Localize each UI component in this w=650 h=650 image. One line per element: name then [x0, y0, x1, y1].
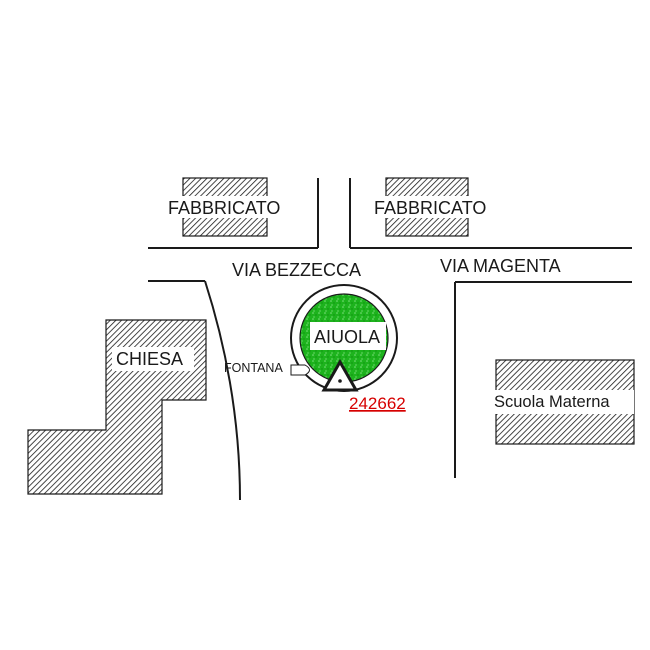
label-fabbricato-left: FABBRICATO: [168, 198, 280, 218]
label-fontana: FONTANA: [224, 361, 283, 375]
street-label-via-magenta: VIA MAGENTA: [440, 256, 561, 276]
building-fabbricato-right: FABBRICATO: [372, 177, 500, 237]
label-scuola-materna: Scuola Materna: [494, 393, 610, 411]
label-chiesa: CHIESA: [116, 349, 183, 369]
fontana-icon: [290, 364, 310, 376]
benchmark-center-dot: [338, 379, 342, 383]
road-edges: [148, 178, 632, 501]
label-aiuola: AIUOLA: [314, 327, 380, 347]
building-chiesa: CHIESA: [27, 319, 207, 495]
benchmark-marker[interactable]: 242662: [321, 358, 406, 413]
building-scuola-materna: Scuola Materna: [492, 359, 635, 445]
benchmark-id-link[interactable]: 242662: [349, 394, 406, 413]
road-edge-curve: [204, 280, 241, 501]
building-fabbricato-left: FABBRICATO: [166, 177, 294, 237]
benchmark-triangle-icon: [321, 358, 359, 392]
label-fabbricato-right: FABBRICATO: [374, 198, 486, 218]
aiuola-roundabout: AIUOLA: [290, 284, 398, 392]
fontana: FONTANA: [224, 361, 310, 376]
street-label-via-bezzecca: VIA BEZZECCA: [232, 260, 361, 280]
